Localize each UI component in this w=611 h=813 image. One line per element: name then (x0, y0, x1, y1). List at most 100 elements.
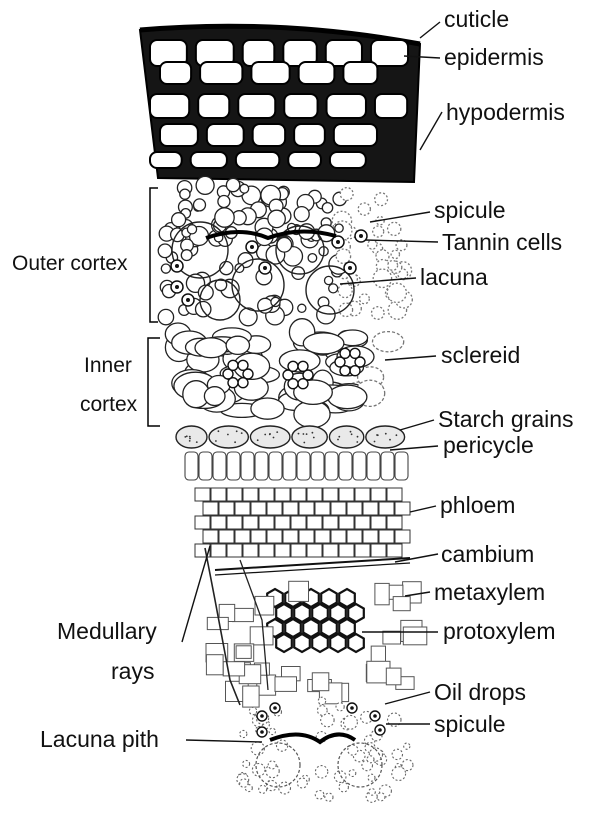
hypodermis-cell (236, 152, 279, 168)
pith-cell (240, 730, 247, 737)
phloem-cell (275, 544, 290, 557)
outer-cortex-cell (373, 226, 384, 237)
xylem-vessel (312, 634, 328, 652)
pith-cell (317, 706, 327, 716)
pith-cell (321, 713, 334, 726)
phloem-cell (307, 516, 322, 529)
tannin-cell-dot (175, 285, 179, 289)
outer-cortex-cell (196, 302, 211, 317)
phloem-cell (243, 516, 258, 529)
starch-dot (306, 433, 308, 435)
sclereid-cell (228, 360, 238, 370)
outer-cortex-cell (339, 303, 352, 316)
label-oil-drops: Oil drops (434, 681, 526, 704)
starch-dot (189, 436, 191, 438)
inner-cortex-cell (226, 336, 249, 354)
outer-cortex-cell (368, 240, 377, 249)
starch-dot (276, 431, 278, 433)
pericycle-cell (283, 452, 296, 480)
leader-line (385, 692, 430, 704)
xylem-vessel (348, 634, 364, 652)
hypodermis-cell (198, 94, 229, 118)
phloem-cell (235, 530, 250, 543)
label-spicule-top: spicule (434, 199, 506, 222)
phloem-cell (355, 516, 370, 529)
sclereid-cell (288, 361, 298, 371)
pericycle-cell (325, 452, 338, 480)
starch-dot (351, 433, 353, 435)
phloem-cell (387, 516, 402, 529)
phloem-cell (203, 502, 218, 515)
ground-cell (386, 668, 401, 685)
oil-drop-dot (373, 714, 377, 718)
pericycle-cell (255, 452, 268, 480)
phloem-cell (315, 530, 330, 543)
hypodermis-cell (288, 152, 321, 168)
pericycle-cell (241, 452, 254, 480)
pith-cell (339, 783, 348, 792)
starch-dot (303, 433, 305, 435)
pith-cell (404, 743, 410, 749)
phloem-cell (291, 544, 306, 557)
outer-cortex-cell (172, 213, 186, 227)
outer-cortex-cell (226, 178, 239, 191)
ground-cell (275, 677, 297, 692)
phloem-cell (363, 530, 378, 543)
tannin-cell-dot (348, 266, 352, 270)
label-starch-grains: Starch grains (438, 408, 574, 431)
sclereid-cell (298, 361, 308, 371)
phloem-cell (331, 502, 346, 515)
hypodermis-cell (160, 62, 191, 84)
phloem-cell (195, 488, 210, 501)
oil-drop-dot (350, 706, 354, 710)
pith-cell (277, 740, 288, 751)
phloem-cell (299, 502, 314, 515)
outer-cortex-cell (375, 193, 388, 206)
pith-cell (318, 697, 325, 704)
inner-cortex-bracket (148, 338, 160, 426)
starch-dot (218, 430, 220, 432)
tannin-cell-dot (175, 264, 179, 268)
xylem-vessel (339, 619, 355, 637)
pith-cell (344, 715, 358, 729)
phloem-cell (387, 544, 402, 557)
phloem-cell (363, 502, 378, 515)
label-lacuna: lacuna (420, 266, 488, 289)
leader-line (186, 740, 262, 742)
hypodermis-cell (343, 62, 377, 84)
inner-cortex-cell (204, 387, 225, 406)
starch-dot (227, 434, 229, 436)
pith-cell (251, 742, 264, 755)
xylem-vessel (348, 604, 364, 622)
pith-cell (240, 779, 248, 787)
ground-cell (289, 581, 309, 601)
starch-dot (303, 442, 305, 444)
ground-cell (403, 627, 427, 645)
leader-line (182, 546, 210, 642)
starch-dot (337, 439, 339, 441)
phloem-cell (379, 530, 394, 543)
pericycle-cell (213, 452, 226, 480)
phloem-cell (371, 488, 386, 501)
phloem-cell (251, 530, 266, 543)
outer-cortex-cell (298, 304, 306, 312)
phloem-cell (339, 544, 354, 557)
phloem-cell (395, 502, 410, 515)
pith-cell (392, 767, 406, 781)
sclereid-cell (298, 379, 308, 389)
phloem-cell (307, 544, 322, 557)
phloem-cell (395, 530, 410, 543)
starch-dot (357, 436, 359, 438)
outer-cortex-cell (215, 208, 234, 227)
ground-cell (375, 583, 389, 604)
pith-cell (377, 793, 385, 801)
phloem-cell (243, 488, 258, 501)
pith-cell (367, 756, 374, 763)
phloem-cell (347, 502, 362, 515)
ground-cell (243, 686, 259, 707)
pericycle-cell (339, 452, 352, 480)
phloem-cell (355, 488, 370, 501)
hypodermis-cell (330, 152, 366, 168)
ground-cell (312, 673, 329, 691)
starch-dot (312, 432, 314, 434)
